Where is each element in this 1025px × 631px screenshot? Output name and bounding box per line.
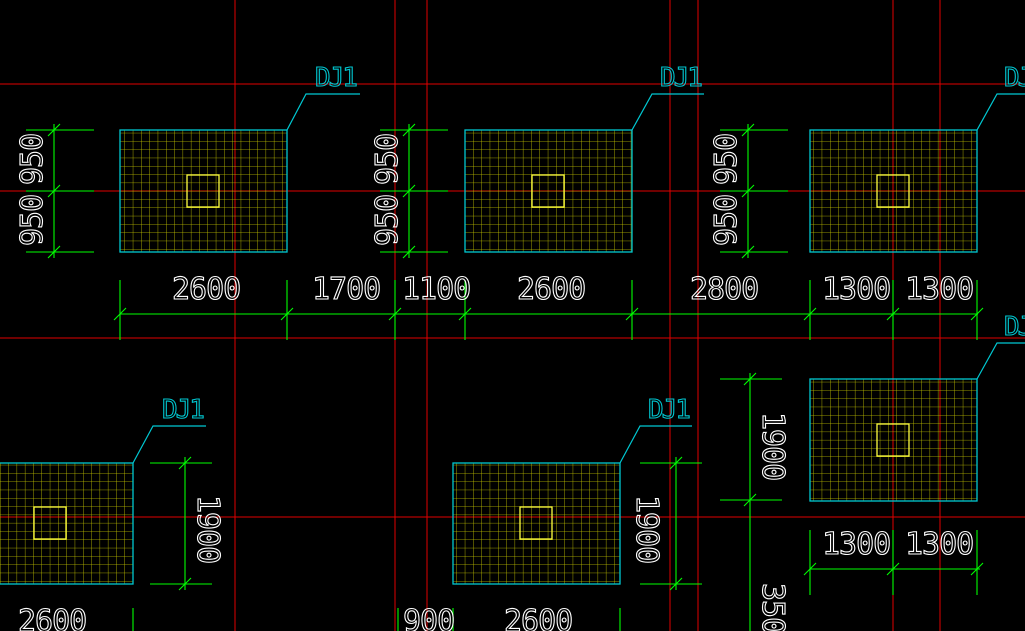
leader-top-1 bbox=[286, 93, 360, 131]
column-top-3 bbox=[876, 174, 910, 208]
footing-right-mid[interactable] bbox=[809, 378, 978, 502]
dim-text-v2-top: 950 bbox=[370, 134, 405, 185]
dim-text-v1-bottom: 950 bbox=[15, 195, 50, 246]
dim-text-right-partial-vertical: 350 bbox=[755, 583, 790, 631]
dim-text-v1-top: 950 bbox=[15, 134, 50, 185]
leader-right-mid bbox=[976, 342, 1025, 380]
dim-text-bottom-left-vertical: 1900 bbox=[190, 495, 225, 563]
dim-text-top-2: 1700 bbox=[312, 272, 380, 307]
dim-text-right-mid-left: 1300 bbox=[822, 527, 890, 562]
label-footing-top-2: DJ1 bbox=[660, 63, 701, 93]
column-top-2 bbox=[531, 174, 565, 208]
label-footing-top-3: DJ bbox=[1004, 63, 1025, 93]
dim-text-bottom-mid-vertical: 1900 bbox=[629, 495, 664, 563]
label-footing-top-1: DJ1 bbox=[315, 63, 356, 93]
leader-top-2 bbox=[631, 93, 704, 131]
dim-text-top-7: 1300 bbox=[905, 272, 973, 307]
dim-text-v3-top: 950 bbox=[709, 134, 744, 185]
footing-top-2[interactable] bbox=[464, 129, 633, 253]
label-footing-right-mid: DJ bbox=[1004, 312, 1025, 342]
dim-text-right-mid-vertical: 1900 bbox=[755, 412, 790, 480]
label-footing-bottom-1: DJ1 bbox=[162, 395, 203, 425]
leader-top-3 bbox=[976, 93, 1025, 131]
column-bottom-1 bbox=[33, 506, 67, 540]
dim-text-bottom-3: 2600 bbox=[504, 604, 572, 631]
dim-text-top-4: 2600 bbox=[517, 272, 585, 307]
footing-bottom-1[interactable] bbox=[0, 462, 134, 585]
dim-text-top-5: 2800 bbox=[690, 272, 758, 307]
dim-text-top-1: 2600 bbox=[172, 272, 240, 307]
dim-text-top-6: 1300 bbox=[822, 272, 890, 307]
dim-text-v2-bottom: 950 bbox=[370, 195, 405, 246]
leader-bottom-1 bbox=[132, 425, 206, 464]
footing-bottom-2[interactable] bbox=[452, 462, 621, 585]
dim-text-right-mid-right: 1300 bbox=[905, 527, 973, 562]
column-bottom-2 bbox=[519, 506, 553, 540]
dimension-lines bbox=[26, 123, 984, 631]
column-right-mid bbox=[876, 423, 910, 457]
column-top-1 bbox=[186, 174, 220, 208]
dim-text-bottom-2: 900 bbox=[403, 604, 454, 631]
footing-top-1[interactable] bbox=[119, 129, 288, 253]
label-footing-bottom-2: DJ1 bbox=[648, 395, 689, 425]
dim-text-top-3: 1100 bbox=[402, 272, 470, 307]
leader-lines bbox=[132, 93, 1025, 464]
dim-text-bottom-1: 2600 bbox=[18, 604, 86, 631]
leader-bottom-2 bbox=[619, 425, 692, 464]
footing-top-3[interactable] bbox=[809, 129, 978, 253]
dim-text-v3-bottom: 950 bbox=[709, 195, 744, 246]
